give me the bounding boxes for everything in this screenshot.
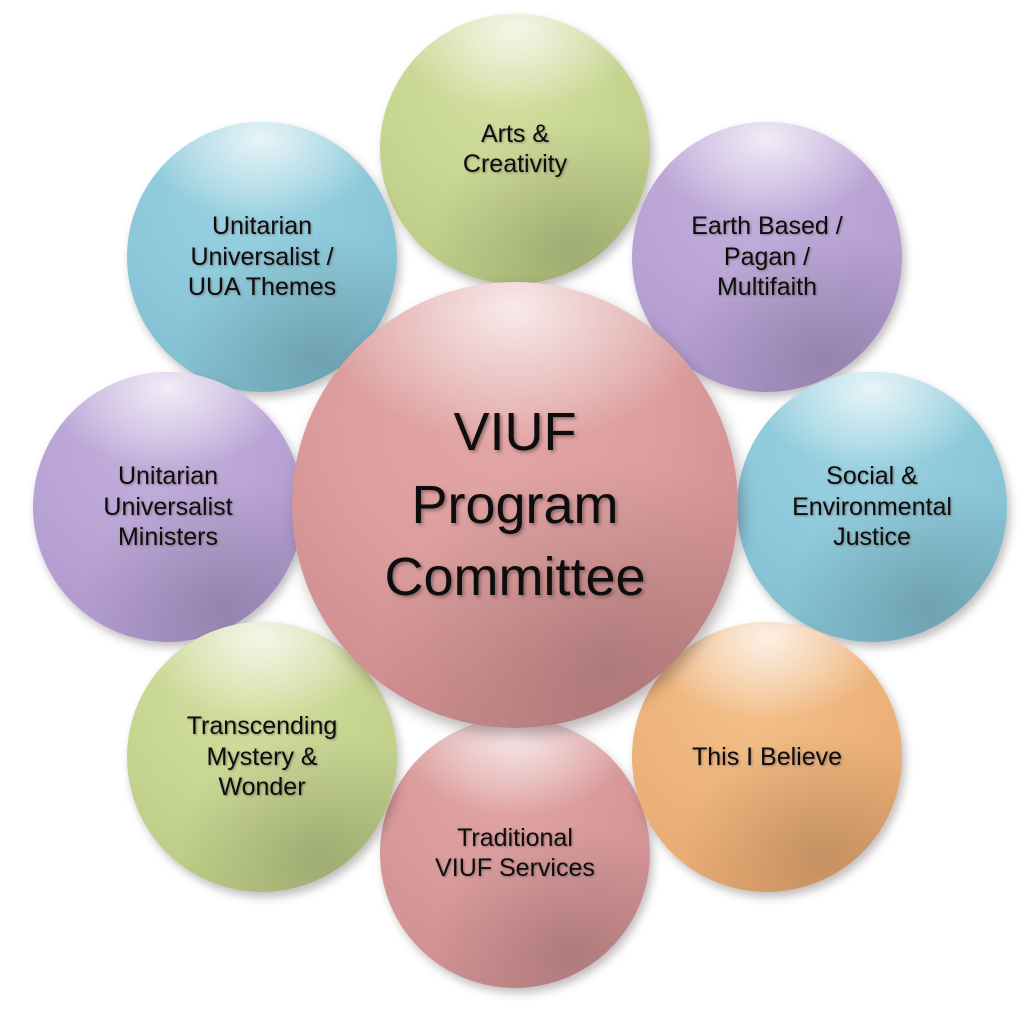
bubble-label-unitarian-universalist-uua-themes: Unitarian Universalist / UUA Themes xyxy=(187,212,337,302)
bubble-traditional-viuf-services[interactable]: Traditional VIUF Services xyxy=(380,718,650,988)
bubble-arts-creativity[interactable]: Arts & Creativity xyxy=(380,14,650,284)
bubble-label-traditional-viuf-services: Traditional VIUF Services xyxy=(435,823,595,883)
bubble-label-unitarian-universalist-ministers: Unitarian Universalist Ministers xyxy=(103,462,233,552)
bubble-social-environmental-justice[interactable]: Social & Environmental Justice xyxy=(737,372,1007,642)
bubble-unitarian-universalist-uua-themes[interactable]: Unitarian Universalist / UUA Themes xyxy=(127,122,397,392)
bubble-earth-based-pagan-multifaith[interactable]: Earth Based / Pagan / Multifaith xyxy=(632,122,902,392)
bubble-label-earth-based-pagan-multifaith: Earth Based / Pagan / Multifaith xyxy=(691,212,843,302)
bubble-this-i-believe[interactable]: This I Believe xyxy=(632,622,902,892)
bubble-label-arts-creativity: Arts & Creativity xyxy=(462,119,568,179)
bubble-label-this-i-believe: This I Believe xyxy=(691,742,843,771)
hub-viuf-program-committee[interactable]: VIUF Program Committee xyxy=(292,282,738,728)
hub-label: VIUF Program Committee xyxy=(384,402,646,608)
bubble-transcending-mystery-wonder[interactable]: Transcending Mystery & Wonder xyxy=(127,622,397,892)
bubble-label-social-environmental-justice: Social & Environmental Justice xyxy=(792,462,952,552)
bubble-label-transcending-mystery-wonder: Transcending Mystery & Wonder xyxy=(186,712,338,802)
bubble-unitarian-universalist-ministers[interactable]: Unitarian Universalist Ministers xyxy=(33,372,303,642)
